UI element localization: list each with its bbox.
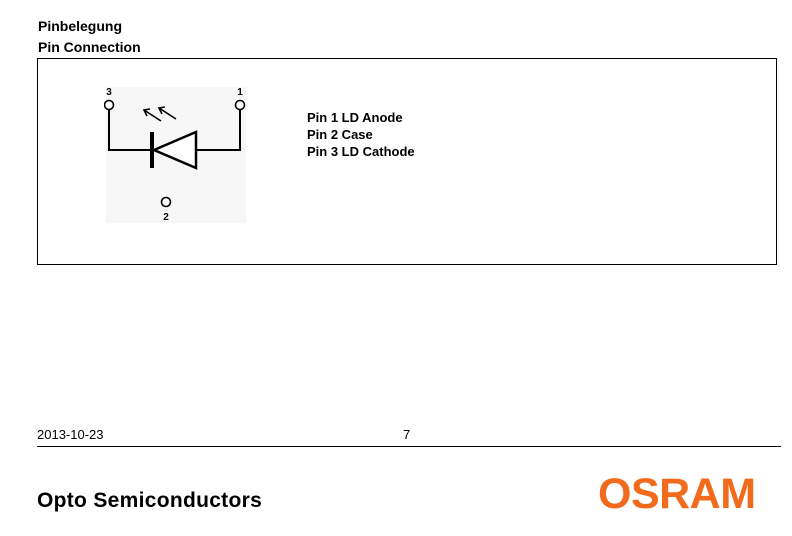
company-name: Opto Semiconductors xyxy=(37,489,263,512)
pin-list-item: Pin 1 LD Anode xyxy=(307,110,403,125)
pin-1-label: 1 xyxy=(237,87,243,98)
pin-3-terminal xyxy=(104,99,115,111)
pin-list: Pin 1 LD Anode Pin 2 Case Pin 3 LD Catho… xyxy=(307,109,415,160)
pin-2-terminal xyxy=(160,196,172,208)
pin-list-item: Pin 3 LD Cathode xyxy=(307,144,415,159)
pin-3-label: 3 xyxy=(106,87,112,98)
pin-1-terminal xyxy=(234,99,246,111)
osram-logo: OSRAM xyxy=(598,470,756,518)
page-number: 7 xyxy=(403,427,411,442)
diode-triangle xyxy=(150,130,198,170)
footer-divider xyxy=(37,446,781,447)
emission-arrows xyxy=(142,106,177,122)
heading-english: Pin Connection xyxy=(38,39,141,55)
pin-connection-box: 3 1 2 Pin 1 LD Anode Pin 2 Case Pin 3 LD… xyxy=(37,58,777,265)
pin-2-label: 2 xyxy=(163,212,169,223)
pin-list-item: Pin 2 Case xyxy=(307,127,373,142)
footer-date: 2013-10-23 xyxy=(37,427,104,442)
heading-german: Pinbelegung xyxy=(38,18,122,34)
laser-diode-icon: 3 1 2 xyxy=(104,87,246,223)
